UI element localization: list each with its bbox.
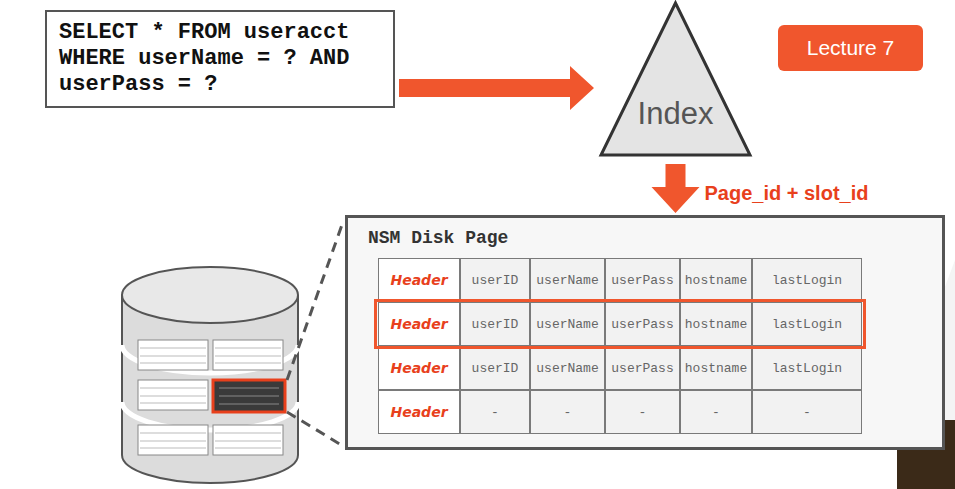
index-triangle: Index: [598, 0, 753, 158]
column-label: lastLogin: [772, 273, 842, 288]
table-cell: userPass: [605, 302, 680, 346]
column-label: -: [639, 405, 647, 420]
table-cell: lastLogin: [752, 346, 862, 390]
column-label: userPass: [611, 361, 673, 376]
header-cell: Header: [378, 390, 460, 434]
table-cell: userName: [530, 346, 605, 390]
column-label: hostname: [685, 317, 747, 332]
column-label: userName: [536, 273, 598, 288]
header-label: Header: [390, 272, 447, 288]
column-label: -: [712, 405, 720, 420]
column-label: userID: [472, 361, 519, 376]
node-text: Index: [598, 96, 753, 132]
lecture-badge: Lecture 7: [778, 25, 923, 71]
node-text: Lecture 7: [807, 36, 895, 60]
triangle-outline: [598, 0, 753, 158]
table-cell: lastLogin: [752, 302, 862, 346]
table-cell: lastLogin: [752, 258, 862, 302]
highlighted-mini-page: [213, 380, 285, 412]
header-cell: Header: [378, 258, 460, 302]
zoom-lines: [287, 222, 343, 446]
table-cell: -: [460, 390, 530, 434]
table-cell: userID: [460, 346, 530, 390]
header-label: Header: [390, 316, 447, 332]
mini-page-rows: [219, 388, 279, 404]
header-cell: Header: [378, 346, 460, 390]
column-label: lastLogin: [772, 317, 842, 332]
column-label: -: [803, 405, 811, 420]
header-label: Header: [390, 404, 447, 420]
node-text: SELECT * FROM useracct WHERE userName = …: [59, 20, 359, 98]
table-cell: userPass: [605, 258, 680, 302]
block-arrow: [652, 164, 700, 213]
table-cell: -: [680, 390, 752, 434]
column-label: -: [564, 405, 572, 420]
column-label: hostname: [685, 273, 747, 288]
column-label: -: [491, 405, 499, 420]
node-text: NSM Disk Page: [368, 228, 508, 248]
column-label: userName: [536, 361, 598, 376]
disk-page: NSM Disk PageHeader userID userName userPas…: [345, 215, 945, 450]
column-label: userID: [472, 317, 519, 332]
table-cell: userName: [530, 302, 605, 346]
table-cell: userID: [460, 258, 530, 302]
column-label: lastLogin: [772, 361, 842, 376]
table-cell: userID: [460, 302, 530, 346]
column-label: userName: [536, 317, 598, 332]
table-cell: userName: [530, 258, 605, 302]
table-cell: hostname: [680, 258, 752, 302]
table-cell: userPass: [605, 346, 680, 390]
edge-label: Page_id + slot_id: [703, 182, 871, 205]
column-label: userID: [472, 273, 519, 288]
column-label: userPass: [611, 273, 673, 288]
column-label: userPass: [611, 317, 673, 332]
table-cell: -: [752, 390, 862, 434]
query-box: SELECT * FROM useracct WHERE userName = …: [45, 10, 395, 108]
table-cell: hostname: [680, 346, 752, 390]
table-cell: -: [530, 390, 605, 434]
table-cell: -: [605, 390, 680, 434]
column-label: hostname: [685, 361, 747, 376]
block-arrow: [399, 66, 594, 110]
header-label: Header: [390, 360, 447, 376]
database-cylinder: [122, 267, 298, 483]
table-cell: hostname: [680, 302, 752, 346]
header-cell: Header: [378, 302, 460, 346]
